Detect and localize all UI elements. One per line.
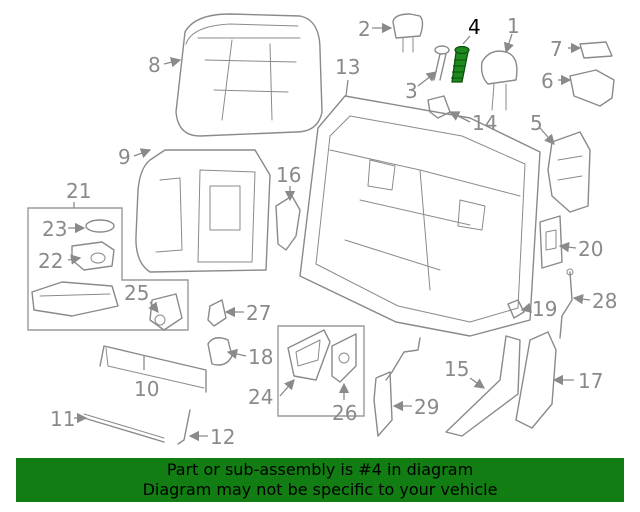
part-29-harness[interactable] bbox=[373, 337, 421, 437]
part-13-seatback-frame[interactable] bbox=[299, 95, 541, 337]
part-14-bracket[interactable] bbox=[427, 95, 451, 119]
callout-labels: 2 1 4 3 7 6 5 8 9 13 14 16 21 23 22 25 2… bbox=[38, 14, 617, 449]
exploded-parts-diagram: 2 1 4 3 7 6 5 8 9 13 14 16 21 23 22 25 2… bbox=[27, 13, 617, 449]
banner-line-2: Diagram may not be specific to your vehi… bbox=[142, 480, 498, 499]
part-7-cover[interactable] bbox=[579, 41, 613, 59]
part-2-headrest[interactable] bbox=[392, 13, 424, 53]
callout-25: 25 bbox=[124, 281, 149, 305]
part-24-side-cover[interactable] bbox=[287, 329, 331, 381]
callout-6: 6 bbox=[541, 69, 554, 93]
callout-15: 15 bbox=[444, 357, 469, 381]
callout-2: 2 bbox=[358, 17, 371, 41]
callout-11: 11 bbox=[50, 407, 75, 431]
callout-22: 22 bbox=[38, 249, 63, 273]
leader-lines bbox=[67, 22, 591, 442]
part-6-trim[interactable] bbox=[569, 69, 615, 107]
part-3-guide[interactable] bbox=[433, 45, 450, 81]
part-28-cable[interactable] bbox=[559, 268, 574, 339]
part-20-panel[interactable] bbox=[539, 215, 563, 269]
part-22-bracket[interactable] bbox=[71, 241, 115, 271]
callout-20: 20 bbox=[578, 237, 603, 261]
callout-10: 10 bbox=[134, 377, 159, 401]
part-26-side-cover[interactable] bbox=[331, 333, 357, 383]
banner-line-1: Part or sub-assembly is #4 in diagram bbox=[166, 460, 474, 479]
callout-28: 28 bbox=[592, 289, 617, 313]
part-1-headrest[interactable] bbox=[480, 50, 518, 111]
part-10-wire-frame[interactable] bbox=[99, 345, 207, 393]
part-11-rod[interactable] bbox=[83, 413, 165, 443]
callout-13: 13 bbox=[335, 55, 360, 79]
info-banner: Part or sub-assembly is #4 in diagram Di… bbox=[16, 458, 624, 502]
part-5-hinge-cover[interactable] bbox=[547, 131, 591, 213]
callout-5: 5 bbox=[530, 111, 543, 135]
callout-21: 21 bbox=[66, 179, 91, 203]
callout-7: 7 bbox=[550, 37, 563, 61]
callout-16: 16 bbox=[276, 163, 301, 187]
callout-8: 8 bbox=[148, 53, 161, 77]
callout-4: 4 bbox=[468, 15, 481, 39]
callout-9: 9 bbox=[118, 145, 131, 169]
group-21-box bbox=[27, 207, 189, 331]
part-16-bracket[interactable] bbox=[275, 195, 301, 251]
part-27-bracket[interactable] bbox=[207, 299, 227, 327]
part-25-latch[interactable] bbox=[149, 293, 183, 331]
part-17-hinge-cover[interactable] bbox=[515, 331, 557, 429]
part-18-cover[interactable] bbox=[207, 337, 233, 366]
callout-12: 12 bbox=[210, 425, 235, 449]
callout-27: 27 bbox=[246, 301, 271, 325]
part-21-armrest[interactable] bbox=[31, 281, 119, 317]
part-8-seatback-cover[interactable] bbox=[175, 13, 323, 137]
callout-3: 3 bbox=[405, 79, 418, 103]
callout-19: 19 bbox=[532, 297, 557, 321]
callout-14: 14 bbox=[472, 111, 497, 135]
part-23-clip[interactable] bbox=[85, 219, 115, 233]
callout-1: 1 bbox=[507, 14, 520, 38]
part-15-hinge[interactable] bbox=[445, 335, 521, 437]
callout-29: 29 bbox=[414, 395, 439, 419]
callout-26: 26 bbox=[332, 401, 357, 425]
callout-18: 18 bbox=[248, 345, 273, 369]
callout-23: 23 bbox=[42, 217, 67, 241]
part-9-seat-cushion[interactable] bbox=[135, 149, 271, 273]
callout-24: 24 bbox=[248, 385, 273, 409]
part-12-rod[interactable] bbox=[177, 409, 191, 445]
callout-17: 17 bbox=[578, 369, 603, 393]
part-4-bolt[interactable] bbox=[451, 45, 470, 83]
group-24-box bbox=[277, 325, 365, 417]
